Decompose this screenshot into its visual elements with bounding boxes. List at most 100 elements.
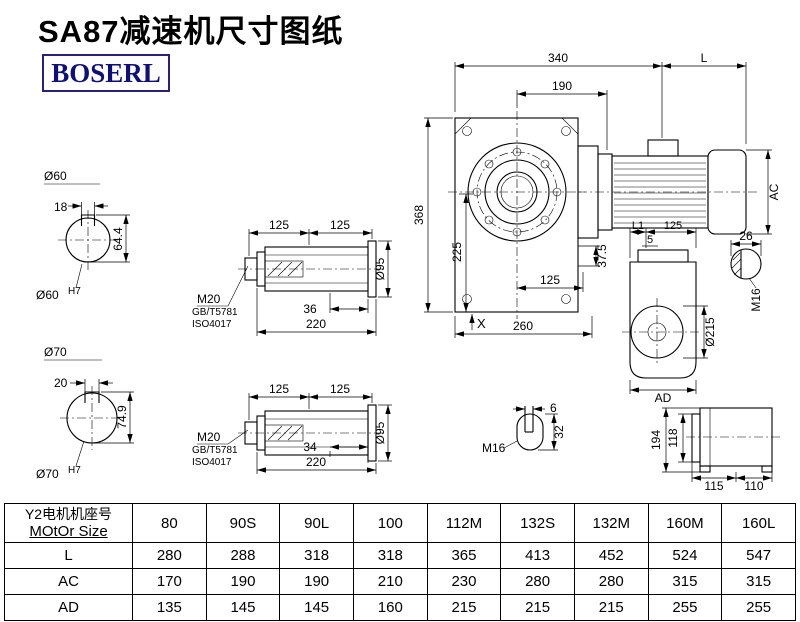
- col-header-80: 80: [132, 503, 207, 543]
- input-shaft-end-view: 26 M16: [730, 229, 763, 312]
- table-row-L: L 280 288 318 318 365 413 452 524 547: [4, 542, 796, 569]
- thread-label-s60: M20: [197, 292, 221, 306]
- dim-32: 32: [552, 425, 566, 439]
- dim-AD: AD: [655, 391, 672, 405]
- table-cell: 280: [132, 542, 207, 569]
- table-cell: 547: [721, 542, 796, 569]
- technical-drawing: 18 64.4 Ø60 Ø60 H7 20 74.9 Ø70: [36, 51, 781, 493]
- col-header-90L: 90L: [279, 503, 354, 543]
- dim-125-side: 125: [664, 220, 682, 232]
- col-header-132S: 132S: [500, 503, 575, 543]
- thread-M16-detail: M16: [482, 441, 506, 455]
- col-header-160M: 160M: [647, 503, 723, 543]
- dim-keyw-70: 20: [54, 376, 68, 390]
- fit-tol-70: H7: [68, 465, 81, 476]
- keyway-detail-view: 6 32 M16: [482, 401, 566, 455]
- fit-tol-60: H7: [68, 286, 81, 297]
- page-title: SA87减速机尺寸图纸: [38, 14, 344, 49]
- table-cell: 190: [205, 568, 281, 595]
- dim-6: 6: [550, 401, 557, 415]
- col-header-90S: 90S: [205, 503, 281, 543]
- shaft60-side-view: 125 125 M20 GB/T5781 ISO4017 36 220 Ø95: [192, 218, 392, 336]
- row-label-AD: AD: [4, 594, 133, 621]
- std2-s60: ISO4017: [192, 319, 232, 330]
- dim-220-s70: 220: [306, 455, 326, 469]
- thread-label-s70: M20: [197, 430, 221, 444]
- table-cell: 280: [500, 568, 575, 595]
- shaft70-side-view: 125 125 M20 GB/T5781 ISO4017 34 220 Ø95: [192, 382, 392, 474]
- table-cell: 160: [352, 594, 428, 621]
- dim-keyw-60: 18: [54, 200, 68, 214]
- motor-dimension-table: Y2电机机座号 MOtOr Size 80 90S 90L 100 112M 1…: [4, 503, 796, 621]
- table-cell: 315: [721, 568, 796, 595]
- dim-110: 110: [744, 479, 763, 493]
- brand-logo: BOSERL: [42, 54, 170, 92]
- std2-s70: ISO4017: [192, 457, 232, 468]
- dim-190: 190: [552, 79, 572, 93]
- dim-125-main: 125: [540, 273, 560, 287]
- table-row-AC: AC 170 190 190 210 230 280 280 315 315: [4, 568, 796, 595]
- std1-s70: GB/T5781: [192, 445, 238, 456]
- dim-125a-s60: 125: [269, 218, 289, 232]
- mark-X: X: [477, 316, 486, 331]
- dim-26: 26: [739, 229, 753, 243]
- table-corner-cell: Y2电机机座号 MOtOr Size: [4, 503, 133, 543]
- table-cell: 315: [647, 568, 723, 595]
- table-cell: 135: [132, 594, 207, 621]
- table-cell: 318: [352, 542, 428, 569]
- row-label-AC: AC: [4, 568, 133, 595]
- motor-size-label-en: MOtOr Size: [29, 522, 108, 540]
- dim-194: 194: [649, 430, 663, 450]
- thread-M16-right: M16: [749, 288, 763, 312]
- dim-34: 34: [303, 440, 317, 454]
- dim-L: L: [701, 51, 708, 65]
- dia-label-70: Ø70: [44, 345, 67, 359]
- table-cell: 215: [573, 594, 649, 621]
- table-cell: 452: [573, 542, 649, 569]
- table-cell: 215: [426, 594, 502, 621]
- table-cell: 318: [279, 542, 354, 569]
- fit-label-70: Ø70: [36, 467, 59, 481]
- dim-368: 368: [412, 205, 426, 225]
- table-cell: 170: [132, 568, 207, 595]
- dim-keyh-60: 64.4: [111, 227, 125, 251]
- dim-37-5: 37.5: [595, 244, 609, 268]
- shaft60-end-view: 18 64.4 Ø60 Ø60 H7: [36, 169, 130, 302]
- dim-keyh-70: 74.9: [115, 405, 129, 429]
- side-profile-view: L1 125 5 Ø215 AD: [622, 220, 717, 405]
- table-row-AD: AD 135 145 145 160 215 215 215 255 255: [4, 594, 796, 621]
- dim-36: 36: [303, 302, 317, 316]
- dim-125b-s60: 125: [330, 218, 350, 232]
- table-cell: 255: [647, 594, 723, 621]
- dim-220-s60: 220: [306, 317, 326, 331]
- dim-L1: L1: [632, 220, 644, 232]
- table-cell: 190: [279, 568, 354, 595]
- dim-125a-s70: 125: [269, 382, 289, 396]
- table-cell: 365: [426, 542, 502, 569]
- fit-label-60: Ø60: [36, 288, 59, 302]
- table-header-row: Y2电机机座号 MOtOr Size 80 90S 90L 100 112M 1…: [4, 503, 796, 543]
- dim-AC: AC: [767, 183, 781, 200]
- std1-s60: GB/T5781: [192, 307, 238, 318]
- dim-260: 260: [513, 319, 533, 333]
- table-cell: 145: [205, 594, 281, 621]
- table-cell: 524: [647, 542, 723, 569]
- table-cell: 280: [573, 568, 649, 595]
- row-label-L: L: [4, 542, 133, 569]
- main-view: 340 L 190 368 225 37.5 125: [412, 51, 781, 338]
- dim-340: 340: [548, 51, 568, 65]
- dim-118: 118: [666, 428, 680, 447]
- table-cell: 145: [279, 594, 354, 621]
- dim-95-s60: Ø95: [373, 257, 387, 280]
- dim-5: 5: [647, 234, 653, 246]
- col-header-132M: 132M: [573, 503, 649, 543]
- shaft70-end-view: 20 74.9 Ø70 Ø70 H7: [36, 345, 134, 481]
- dia-label-60: Ø60: [44, 169, 67, 183]
- dim-215: Ø215: [703, 317, 717, 347]
- table-cell: 210: [352, 568, 428, 595]
- table-cell: 288: [205, 542, 281, 569]
- dim-95-s70: Ø95: [373, 421, 387, 444]
- table-cell: 413: [500, 542, 575, 569]
- table-cell: 255: [721, 594, 796, 621]
